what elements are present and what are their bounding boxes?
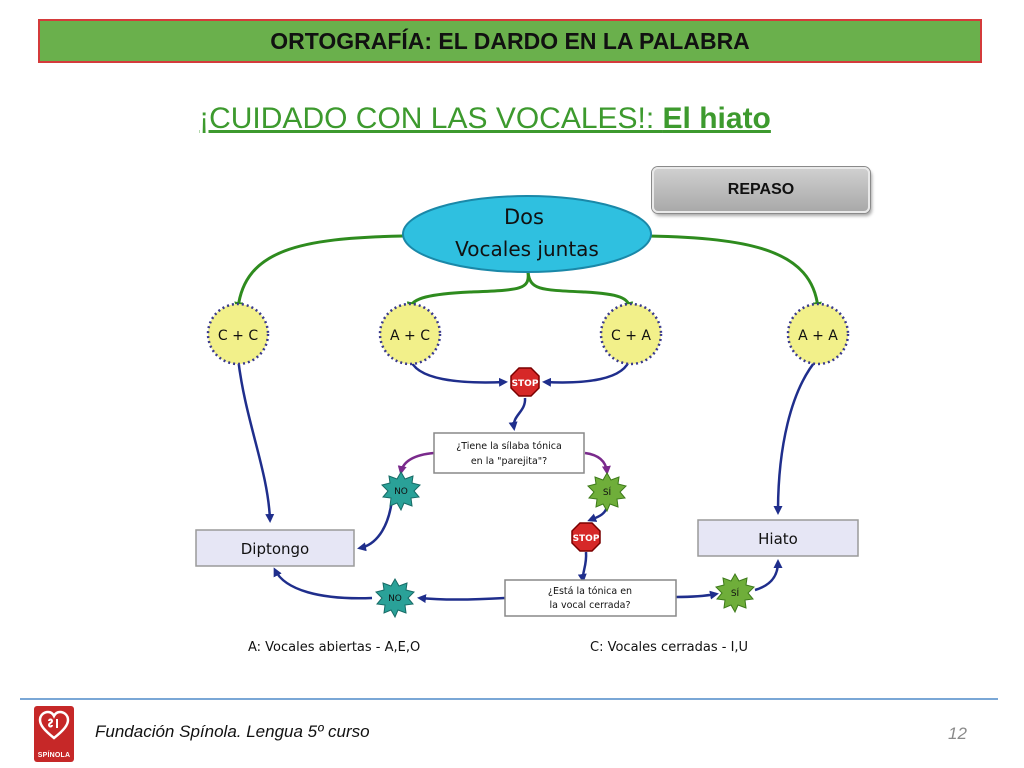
hiato-box [697, 519, 859, 557]
stop-sign-2-label: STOP [573, 534, 600, 544]
stop-sign-1-label: STOP [512, 379, 539, 389]
stop-sign-1 [510, 367, 540, 397]
no-burst-2 [375, 577, 415, 619]
no-burst-2-label: NO [388, 594, 402, 604]
combo-ac-circle [378, 302, 442, 366]
combo-ac-label: A + C [390, 328, 430, 344]
question-2-box [504, 579, 677, 617]
root-line1: Dos [504, 205, 544, 229]
arrow-q1-no [397, 451, 435, 475]
footer-text: Fundación Spínola. Lengua 5º curso [95, 722, 370, 741]
question-1-line1: ¿Tiene la sílaba tónica [456, 441, 562, 452]
arrow-root-cc [234, 234, 404, 311]
arrow-stop-q1 [508, 397, 527, 431]
legend-open-vowels: A: Vocales abiertas - A,E,O [248, 640, 420, 655]
slide-subtitle: ¡CUIDADO CON LAS VOCALES!: El hiato [0, 102, 970, 136]
question-2-line2: la vocal cerrada? [549, 600, 630, 611]
combo-ca-label: C + A [611, 328, 651, 344]
legend-closed-vowels: C: Vocales cerradas - I,U [590, 640, 748, 655]
no-burst-1-label: NO [394, 487, 408, 497]
arrow-q2-no [417, 594, 506, 604]
arrow-cc-diptongo [236, 357, 275, 523]
arrow-no-diptongo [357, 499, 394, 552]
combo-cc-circle [206, 302, 270, 366]
question-1-box [433, 432, 585, 474]
fundacion-logo: SPÍNOLA [34, 706, 74, 762]
page-number: 12 [948, 724, 967, 743]
arrow-stop2-q2 [577, 551, 588, 583]
diptongo-box [195, 529, 355, 567]
combo-aa-circle [786, 302, 850, 366]
arrow-ac-stop [408, 357, 508, 387]
stop-sign-2 [571, 522, 601, 552]
root-line2: Vocales juntas [455, 237, 599, 261]
si-burst-1 [587, 471, 627, 513]
subtitle-bold: El hiato [662, 102, 771, 135]
header-title: ORTOGRAFÍA: EL DARDO EN LA PALABRA [270, 27, 750, 54]
arrow-root-split-right [526, 271, 634, 311]
arrow-root-split [406, 271, 530, 311]
arrow-q1-si [584, 451, 611, 475]
arrow-si2-hiato [754, 559, 783, 592]
si-burst-2 [715, 572, 755, 614]
question-2-line1: ¿Está la tónica en [548, 586, 632, 597]
question-1-line2: en la "parejita"? [471, 456, 547, 467]
header-banner: ORTOGRAFÍA: EL DARDO EN LA PALABRA [38, 19, 982, 63]
diptongo-label: Diptongo [241, 540, 310, 558]
arrow-no2-diptongo [273, 567, 373, 600]
si-burst-2-label: SÍ [731, 587, 740, 599]
vowel-flow-diagram: Dos Vocales juntas C + C A + C C + A A +… [195, 195, 859, 655]
combo-cc-label: C + C [218, 328, 258, 344]
heart-logo-icon [38, 710, 70, 740]
combo-ca-circle [599, 302, 663, 366]
root-oval [402, 195, 652, 273]
footer-divider [20, 698, 998, 700]
arrow-root-aa [647, 234, 822, 311]
combo-aa-label: A + A [798, 328, 838, 344]
si-burst-1-label: SÍ [603, 486, 612, 498]
no-burst-1 [381, 470, 421, 512]
repaso-label: REPASO [727, 181, 795, 198]
logo-text: SPÍNOLA [37, 752, 71, 759]
repaso-button[interactable]: REPASO [652, 167, 870, 213]
subtitle-prefix: ¡CUIDADO CON LAS VOCALES!: [199, 102, 663, 135]
arrow-q2-si [675, 590, 719, 600]
hiato-label: Hiato [758, 530, 798, 548]
arrow-aa-hiato [773, 357, 819, 515]
